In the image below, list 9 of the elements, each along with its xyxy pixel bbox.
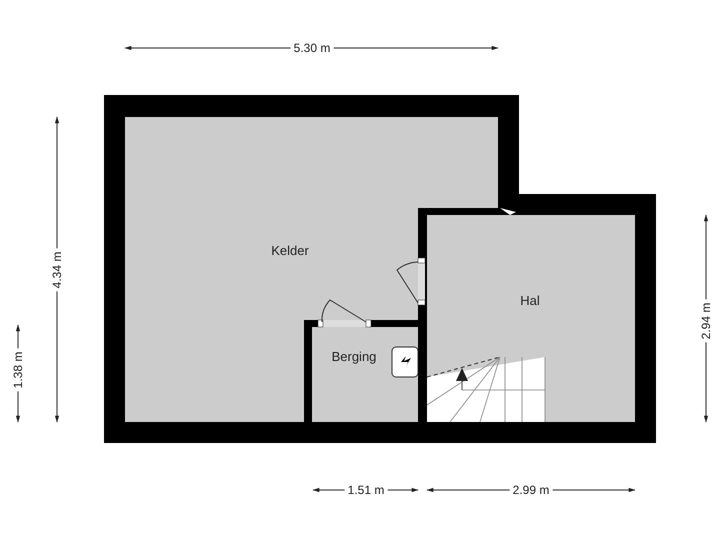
room-label: Hal <box>520 292 540 308</box>
dimension-label: 2.94 m <box>699 300 713 342</box>
room-label: Kelder <box>271 242 309 258</box>
dimension-label: 5.30 m <box>290 41 334 55</box>
dimension-label: 4.34 m <box>50 248 64 292</box>
dimension-label: 1.51 m <box>344 483 388 497</box>
dimension-label: 1.38 m <box>11 348 25 392</box>
room-label: Berging <box>332 348 376 364</box>
dimension-label: 2.99 m <box>510 483 552 497</box>
